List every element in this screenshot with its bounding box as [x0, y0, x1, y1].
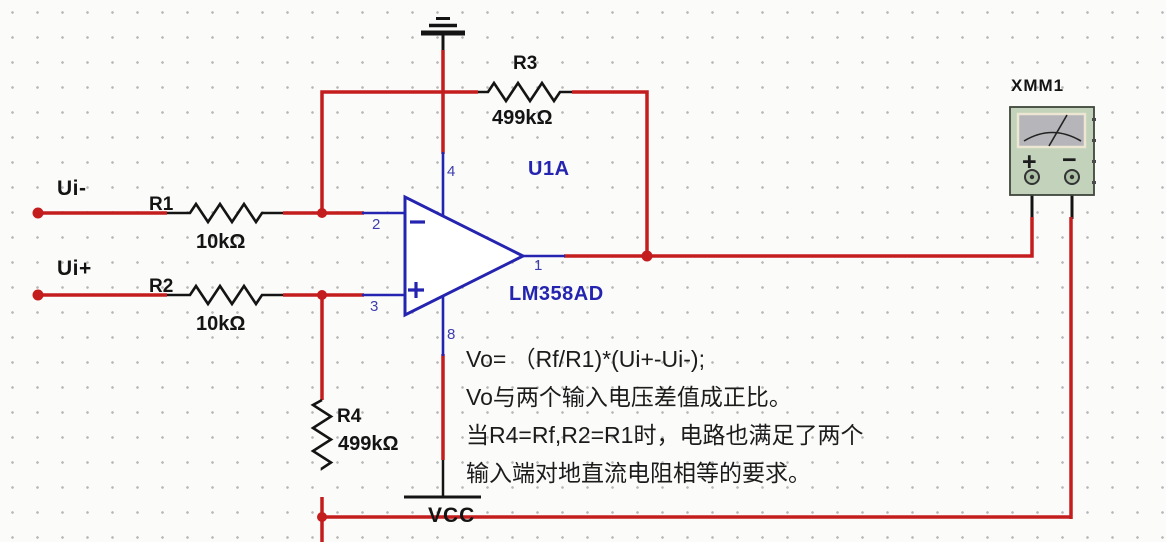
resistor-r1-value[interactable]: 10kΩ	[196, 231, 246, 253]
opamp-u1a[interactable]	[362, 152, 565, 356]
junction-dot	[641, 250, 653, 262]
resistor-r3[interactable]	[478, 80, 572, 104]
resistor-r4-value[interactable]: 499kΩ	[338, 433, 399, 455]
opamp-body[interactable]	[403, 194, 527, 318]
meter-plus-sign: +	[1022, 148, 1037, 176]
annotation-text[interactable]: Vo= （Rf/R1)*(Ui+-Ui-); Vo与两个输入电压差值成正比。 当…	[466, 340, 863, 492]
junction-dot	[317, 512, 327, 522]
resistor-r2-name[interactable]: R2	[149, 276, 174, 297]
annotation-line-2: Vo与两个输入电压差值成正比。	[466, 384, 792, 410]
meter-needle	[1048, 114, 1068, 147]
annotation-line-1: Vo= （Rf/R1)*(Ui+-Ui-);	[466, 346, 705, 372]
resistor-r3-value[interactable]: 499kΩ	[492, 107, 553, 129]
junction-dot	[317, 290, 327, 300]
wire-feedback-left[interactable]	[320, 90, 478, 215]
multimeter-side-tick	[1092, 118, 1096, 121]
input-terminal-ui-plus[interactable]	[32, 289, 44, 301]
pin-label-2: 2	[372, 216, 381, 233]
annotation-line-4: 输入端对地直流电阻相等的要求。	[466, 460, 811, 486]
input-label-ui-plus[interactable]: Ui+	[57, 257, 92, 280]
non-inverting-input-symbol	[408, 282, 424, 298]
input-label-ui-minus[interactable]: Ui-	[57, 177, 87, 200]
vcc-label[interactable]: VCC	[428, 504, 476, 527]
resistor-r1[interactable]	[167, 201, 283, 225]
multimeter-name-label[interactable]: XMM1	[1011, 76, 1065, 95]
pin-label-1: 1	[534, 257, 543, 274]
terminal-center-dot	[1029, 174, 1035, 180]
junction-dot	[317, 208, 327, 218]
multimeter-side-tick	[1092, 160, 1096, 163]
input-terminal-ui-minus[interactable]	[32, 207, 44, 219]
pin-label-8: 8	[447, 326, 456, 343]
ground-symbol[interactable]	[421, 17, 465, 53]
pin-label-3: 3	[370, 298, 379, 315]
multimeter-side-tick	[1092, 139, 1096, 142]
annotation-line-3: 当R4=Rf,R2=R1时，电路也满足了两个	[466, 422, 864, 448]
meter-scale-arc	[1023, 131, 1082, 142]
wire-feedback-right[interactable]	[572, 90, 649, 256]
meter-minus-sign: −	[1062, 146, 1077, 174]
resistor-r4-name[interactable]: R4	[337, 406, 362, 427]
resistor-r4[interactable]	[310, 398, 334, 471]
resistor-r1-name[interactable]: R1	[149, 194, 174, 215]
pin-label-4: 4	[447, 163, 456, 180]
opamp-part-number[interactable]: LM358AD	[509, 283, 604, 305]
wire-output-to-meter[interactable]	[564, 217, 1034, 258]
multimeter-xmm1[interactable]	[1009, 106, 1096, 196]
resistor-r2-value[interactable]: 10kΩ	[196, 313, 246, 335]
multimeter-side-tick	[1092, 181, 1096, 184]
resistor-r2[interactable]	[167, 283, 283, 307]
opamp-designator[interactable]: U1A	[528, 158, 570, 180]
terminal-center-dot	[1069, 174, 1075, 180]
resistor-r3-name[interactable]: R3	[513, 53, 538, 74]
